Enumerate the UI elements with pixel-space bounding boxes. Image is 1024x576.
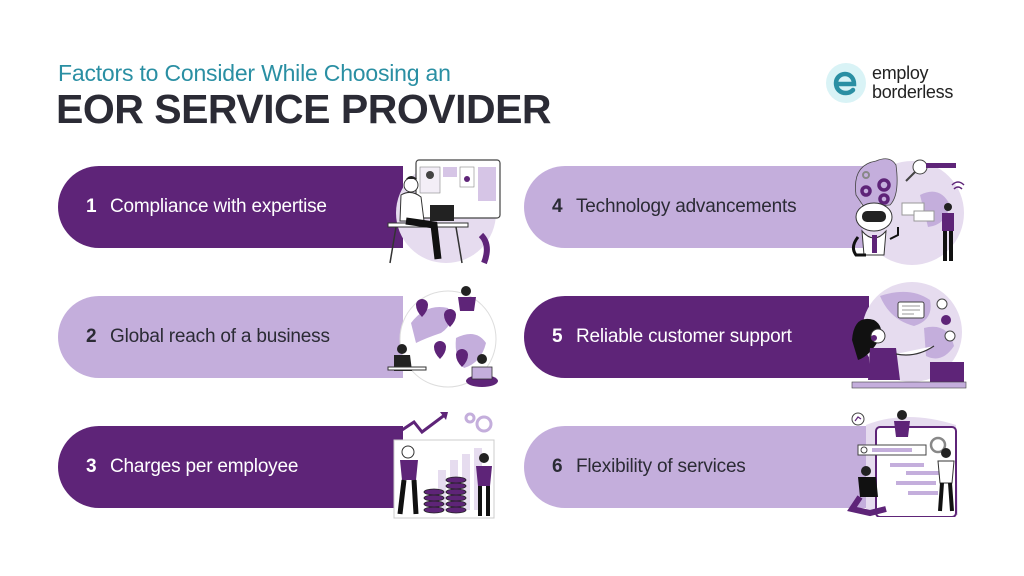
factor-label: Global reach of a business (110, 326, 330, 347)
factor-card-4: 4 Technology advancements (524, 166, 869, 248)
factor-card-6: 6 Flexibility of services (524, 426, 869, 508)
factor-number: 6 (552, 456, 563, 477)
factor-label: Reliable customer support (576, 326, 792, 347)
logo-line-2: borderless (872, 82, 954, 102)
factor-label: Technology advancements (576, 196, 797, 217)
headset-support-agent-illustration (851, 282, 967, 389)
page-title: EOR SERVICE PROVIDER (56, 86, 552, 132)
e-logo-icon (826, 63, 866, 103)
logo-line-1: employ (872, 63, 929, 83)
factor-card-3: 3 Charges per employee (58, 426, 403, 508)
globe-location-pins-illustration (387, 286, 498, 388)
factor-number: 1 (86, 196, 97, 217)
team-app-interface-illustration (847, 410, 958, 517)
factor-label: Compliance with expertise (110, 196, 327, 217)
factor-label: Charges per employee (110, 456, 299, 477)
factor-number: 3 (86, 456, 97, 477)
robot-brain-gears-illustration (851, 158, 965, 265)
logo-wordmark: employ borderless (872, 64, 953, 102)
subtitle: Factors to Consider While Choosing an (58, 60, 451, 86)
factor-card-5: 5 Reliable customer support (524, 296, 869, 378)
factor-number: 4 (552, 196, 563, 217)
person-at-desk-dashboard-illustration (387, 159, 501, 265)
factor-label: Flexibility of services (576, 456, 746, 477)
factor-number: 2 (86, 326, 97, 347)
factor-card-1: 1 Compliance with expertise (58, 166, 403, 248)
coins-growth-chart-illustration (389, 412, 495, 519)
factor-number: 5 (552, 326, 563, 347)
factor-card-2: 2 Global reach of a business (58, 296, 403, 378)
brand-logo: employ borderless (826, 63, 953, 103)
